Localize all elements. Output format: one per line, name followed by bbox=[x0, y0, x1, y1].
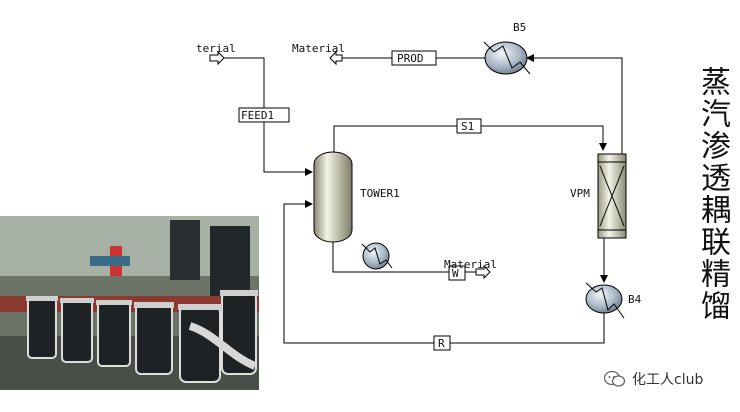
stream-tag-prod: PROD bbox=[397, 52, 424, 65]
tower-label: TOWER1 bbox=[360, 187, 400, 200]
stream-tag-s1: S1 bbox=[461, 120, 474, 133]
stream-feed1: terial FEED1 bbox=[196, 42, 313, 176]
bottoms-outlet-port-icon bbox=[475, 264, 491, 280]
stream-s1: S1 bbox=[333, 118, 607, 152]
b5-label: B5 bbox=[513, 21, 526, 34]
feed-source-port-icon bbox=[209, 50, 225, 66]
watermark-text: 化工人club bbox=[632, 372, 704, 388]
feed-source-label: terial bbox=[196, 42, 236, 55]
product-outlet-label: Material bbox=[292, 42, 345, 55]
stream-tag-feed1: FEED1 bbox=[241, 109, 274, 122]
tower-block[interactable]: TOWER1 bbox=[313, 151, 400, 243]
bottoms-outlet-label: Material bbox=[444, 258, 497, 271]
stream-prod: PROD Material bbox=[292, 42, 485, 66]
stream-r: R bbox=[283, 200, 605, 351]
product-outlet-port-icon bbox=[329, 50, 343, 66]
reboiler-icon bbox=[362, 242, 390, 270]
stream-tag-r: R bbox=[438, 337, 445, 350]
stream-vpm-to-b5 bbox=[526, 54, 623, 154]
vpm-label: VPM bbox=[570, 187, 590, 200]
b4-label: B4 bbox=[628, 293, 642, 306]
diagram-title: 蒸汽渗透耦联精馏 bbox=[695, 66, 730, 322]
stream-tag-w: W bbox=[452, 267, 459, 280]
tower-vessel-icon bbox=[313, 151, 353, 243]
b5-block[interactable]: B5 bbox=[483, 21, 531, 75]
wechat-icon bbox=[604, 370, 626, 387]
watermark: 化工人club bbox=[604, 367, 703, 391]
stream-w: W Material bbox=[332, 242, 497, 281]
vpm-block[interactable]: VPM bbox=[570, 153, 627, 239]
b4-heat-exchanger-icon bbox=[585, 284, 623, 314]
b5-heat-exchanger-icon bbox=[484, 41, 528, 75]
membrane-module-photo bbox=[0, 216, 259, 390]
b4-block[interactable]: B4 bbox=[585, 282, 642, 319]
